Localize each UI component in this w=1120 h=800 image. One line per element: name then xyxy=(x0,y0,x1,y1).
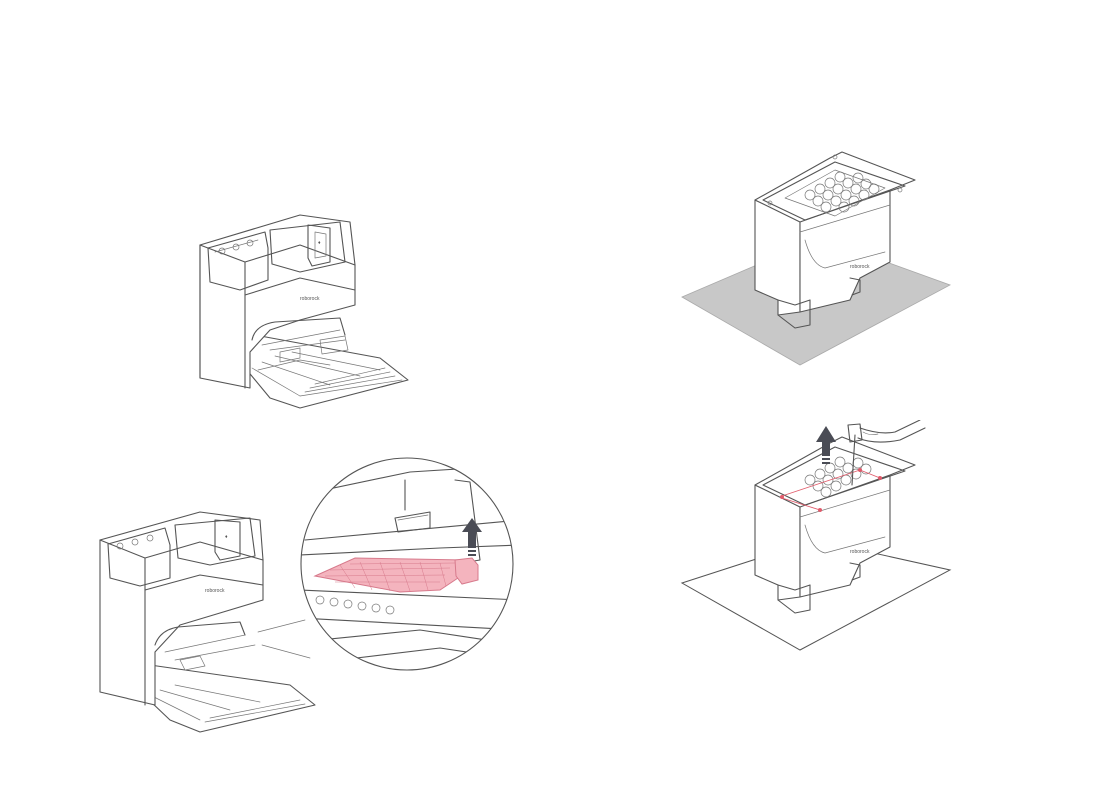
brand-mark-2: ♦ xyxy=(225,534,228,540)
brand-label-dock-1: roborock xyxy=(300,296,320,302)
screwdriver-hand xyxy=(847,420,926,486)
dock-flipped-screw-removal-illustration: roborock xyxy=(560,420,1120,800)
magnifier-circle xyxy=(301,458,513,670)
brand-label-dock-2: roborock xyxy=(205,588,225,594)
up-arrow-icon-2 xyxy=(816,426,836,464)
up-arrow-icon xyxy=(462,518,482,556)
honeycomb-filter xyxy=(784,169,886,217)
screw-markers xyxy=(780,468,882,512)
dock-front-illustration: ♦ roborock xyxy=(0,0,560,420)
brand-mark: ♦ xyxy=(318,240,321,246)
dock-filter-removal-illustration: ♦ roborock xyxy=(0,420,560,800)
brand-label-dock-3: roborock xyxy=(850,264,870,270)
dock-flipped-top-illustration: roborock xyxy=(560,0,1120,420)
brand-label-dock-4: roborock xyxy=(850,549,870,555)
